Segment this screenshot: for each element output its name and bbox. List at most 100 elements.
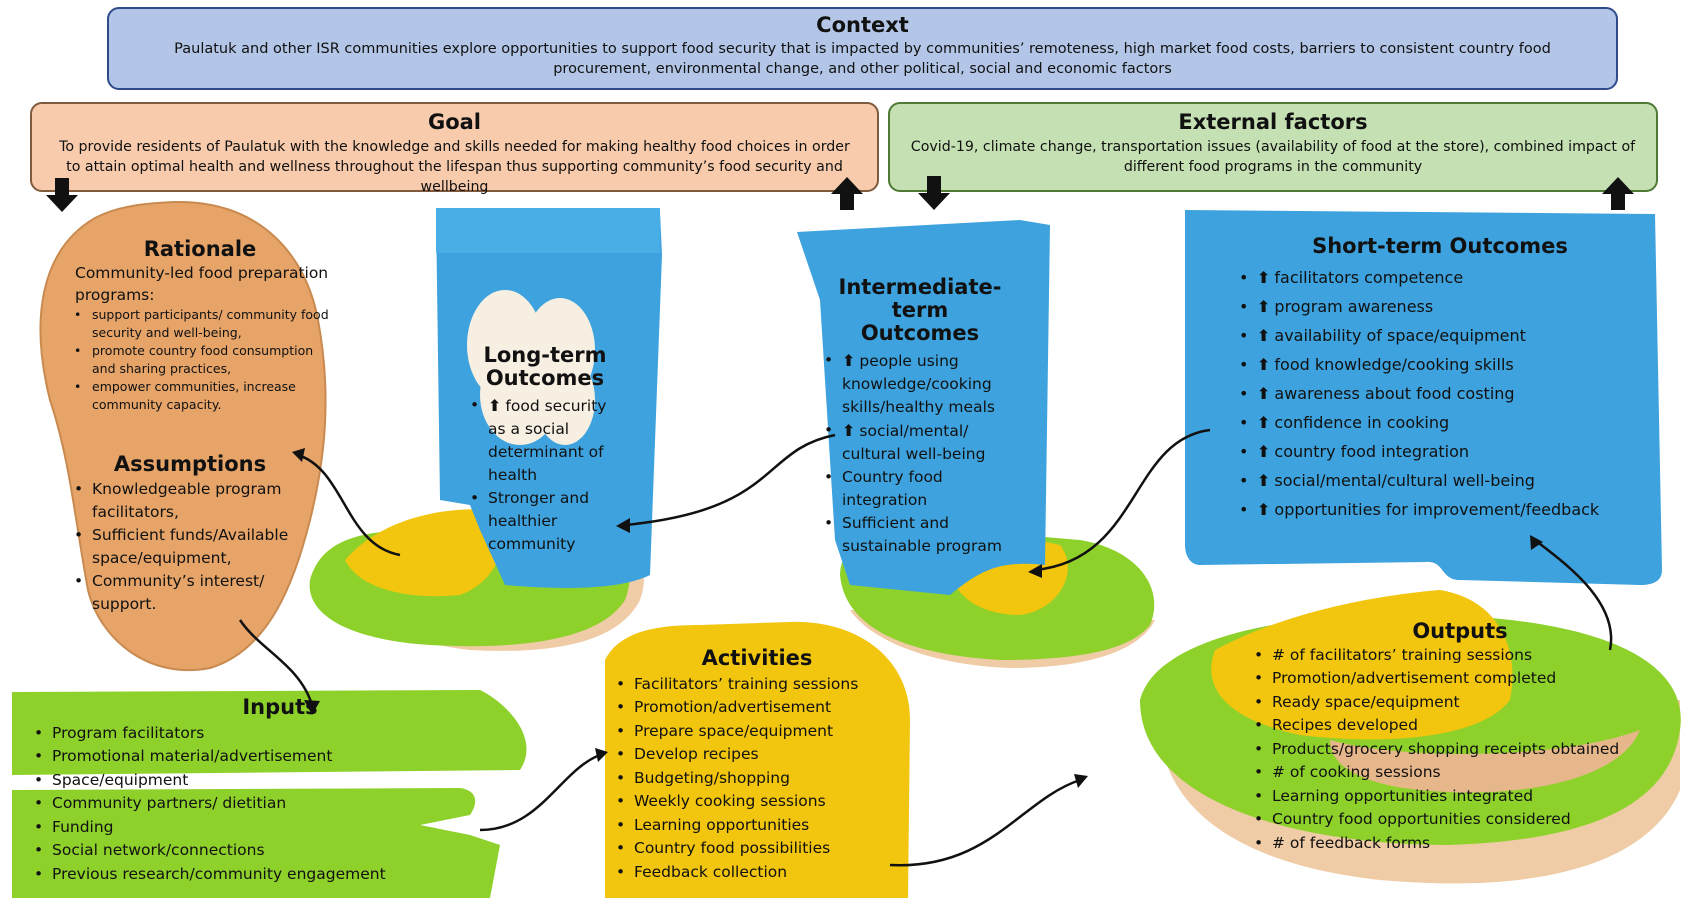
up-arrow-icon: ⬆ bbox=[1257, 268, 1271, 287]
short-term-item: ⬆availability of space/equipment bbox=[1235, 321, 1645, 350]
intermediate-item: Country food integration bbox=[820, 466, 1020, 512]
activities-section: Activities Facilitators’ training sessio… bbox=[612, 646, 902, 885]
arrow-assumptions-to-inputs bbox=[238, 619, 314, 706]
input-item: Program facilitators bbox=[30, 722, 470, 746]
external-factors-text: Covid-19, climate change, transportation… bbox=[910, 139, 1636, 175]
outputs-title: Outputs bbox=[1412, 619, 1508, 643]
short-term-section: Short-term Outcomes ⬆facilitators compet… bbox=[1235, 232, 1645, 524]
arrow-activities-to-outputs bbox=[889, 778, 1081, 867]
output-item: # of cooking sessions bbox=[1250, 761, 1670, 785]
short-term-item: ⬆opportunities for improvement/feedback bbox=[1235, 495, 1645, 524]
long-term-item: ⬆food security as a social determinant o… bbox=[466, 394, 624, 487]
activities-title: Activities bbox=[701, 646, 813, 670]
intermediate-title-1: Intermediate-term bbox=[838, 275, 1002, 322]
activity-item: Country food possibilities bbox=[612, 837, 902, 861]
down-arrow-icon bbox=[46, 178, 78, 212]
assumption-item: Community’s interest/ support. bbox=[70, 570, 310, 616]
output-item: Ready space/equipment bbox=[1250, 691, 1670, 715]
arrowhead bbox=[1530, 535, 1543, 550]
arrowhead bbox=[595, 748, 608, 762]
input-item: Space/equipment bbox=[30, 769, 470, 793]
output-item: # of facilitators’ training sessions bbox=[1250, 644, 1670, 668]
up-arrow-icon: ⬆ bbox=[1257, 442, 1271, 461]
short-term-title: Short-term Outcomes bbox=[1312, 234, 1568, 258]
up-arrow-icon: ⬆ bbox=[842, 351, 856, 370]
rationale-title: Rationale bbox=[143, 237, 257, 261]
short-term-item: ⬆food knowledge/cooking skills bbox=[1235, 350, 1645, 379]
activity-item: Promotion/advertisement bbox=[612, 696, 902, 720]
goal-title: Goal bbox=[427, 110, 482, 134]
short-term-item: ⬆facilitators competence bbox=[1235, 263, 1645, 292]
output-item: Country food opportunities considered bbox=[1250, 808, 1670, 832]
external-factors-box: External factors Covid-19, climate chang… bbox=[888, 102, 1658, 192]
up-arrow-icon: ⬆ bbox=[1257, 413, 1271, 432]
up-arrow-icon: ⬆ bbox=[1257, 471, 1271, 490]
arrow-long-to-assumptions bbox=[297, 453, 401, 557]
up-arrow-icon: ⬆ bbox=[842, 421, 856, 440]
rationale-section: Rationale Community-led food preparation… bbox=[70, 238, 330, 414]
output-item: Products/grocery shopping receipts obtai… bbox=[1250, 738, 1670, 762]
long-term-section: Long-term Outcomes ⬆food security as a s… bbox=[466, 344, 624, 556]
arrowhead bbox=[304, 700, 320, 715]
goal-box: Goal To provide residents of Paulatuk wi… bbox=[30, 102, 879, 195]
output-item: Learning opportunities integrated bbox=[1250, 785, 1670, 809]
input-item: Funding bbox=[30, 816, 470, 840]
activity-item: Weekly cooking sessions bbox=[612, 790, 902, 814]
context-box: Context Paulatuk and other ISR communiti… bbox=[107, 7, 1618, 90]
input-item: Previous research/community engagement bbox=[30, 863, 470, 887]
intermediate-item: ⬆social/mental/ cultural well-being bbox=[820, 419, 1020, 466]
long-term-item: Stronger and healthier community bbox=[466, 487, 624, 556]
up-arrow-icon: ⬆ bbox=[488, 396, 502, 415]
arrowhead bbox=[1028, 564, 1042, 578]
inputs-title: Inputs bbox=[242, 695, 318, 719]
short-term-item: ⬆program awareness bbox=[1235, 292, 1645, 321]
activity-item: Budgeting/shopping bbox=[612, 767, 902, 791]
assumptions-title: Assumptions bbox=[113, 452, 267, 476]
up-arrow-icon bbox=[1602, 177, 1634, 210]
arrow-intermediate-to-long bbox=[624, 433, 836, 527]
external-factors-title: External factors bbox=[1178, 110, 1368, 134]
short-term-item: ⬆social/mental/cultural well-being bbox=[1235, 466, 1645, 495]
outputs-section: Outputs # of facilitators’ training sess… bbox=[1250, 619, 1670, 856]
activity-item: Feedback collection bbox=[612, 861, 902, 885]
block-arrows bbox=[46, 176, 1634, 212]
arrow-inputs-to-activities bbox=[479, 753, 601, 832]
inputs-section: Inputs Program facilitators Promotional … bbox=[30, 695, 470, 887]
intermediate-item: Sufficient and sustainable program bbox=[820, 512, 1020, 558]
assumptions-section: Assumptions Knowledgeable program facili… bbox=[70, 453, 310, 616]
long-term-title-1: Long-term bbox=[483, 343, 607, 367]
up-arrow-icon: ⬆ bbox=[1257, 500, 1271, 519]
arrow-outputs-to-short bbox=[1534, 539, 1613, 651]
intermediate-title-2: Outcomes bbox=[860, 321, 980, 345]
up-arrow-icon: ⬆ bbox=[1257, 384, 1271, 403]
short-term-item: ⬆confidence in cooking bbox=[1235, 408, 1645, 437]
output-item: # of feedback forms bbox=[1250, 832, 1670, 856]
context-title: Context bbox=[816, 13, 909, 37]
activity-item: Develop recipes bbox=[612, 743, 902, 767]
input-item: Promotional material/advertisement bbox=[30, 745, 470, 769]
output-item: Promotion/advertisement completed bbox=[1250, 667, 1670, 691]
activity-item: Facilitators’ training sessions bbox=[612, 673, 902, 697]
assumption-item: Sufficient funds/Available space/equipme… bbox=[70, 524, 310, 570]
input-item: Community partners/ dietitian bbox=[30, 792, 470, 816]
up-arrow-icon: ⬆ bbox=[1257, 297, 1271, 316]
intermediate-item: ⬆people using knowledge/cooking skills/h… bbox=[820, 349, 1020, 419]
rationale-item: support participants/ community food sec… bbox=[70, 306, 330, 342]
output-item: Recipes developed bbox=[1250, 714, 1670, 738]
up-arrow-icon: ⬆ bbox=[1257, 326, 1271, 345]
short-term-item: ⬆awareness about food costing bbox=[1235, 379, 1645, 408]
goal-text: To provide residents of Paulatuk with th… bbox=[59, 139, 850, 195]
activity-item: Prepare space/equipment bbox=[612, 720, 902, 744]
arrowhead bbox=[292, 448, 305, 462]
activity-item: Learning opportunities bbox=[612, 814, 902, 838]
long-term-title-2: Outcomes bbox=[485, 366, 605, 390]
rationale-intro: Community-led food preparation programs: bbox=[75, 264, 329, 304]
up-arrow-icon bbox=[831, 177, 863, 210]
short-term-item: ⬆country food integration bbox=[1235, 437, 1645, 466]
down-arrow-icon bbox=[918, 176, 950, 210]
input-item: Social network/connections bbox=[30, 839, 470, 863]
arrow-short-to-intermediate bbox=[1034, 428, 1211, 572]
rationale-item: promote country food consumption and sha… bbox=[70, 342, 330, 378]
arrowhead bbox=[1074, 774, 1088, 788]
intermediate-section: Intermediate-term Outcomes ⬆people using… bbox=[820, 276, 1020, 558]
